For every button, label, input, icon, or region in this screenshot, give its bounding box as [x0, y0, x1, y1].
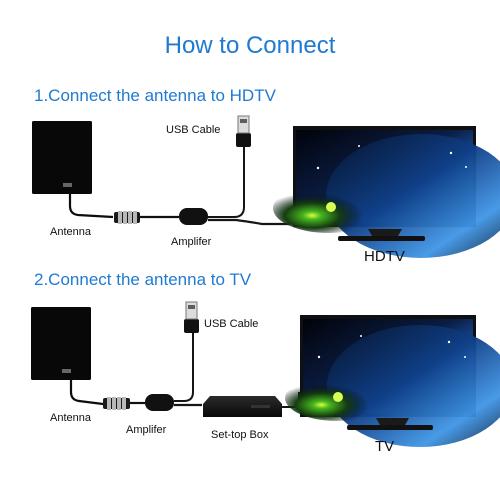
usb-plug-icon — [236, 115, 251, 147]
antenna-label: Antenna — [50, 412, 91, 424]
coax-connector-icon — [114, 211, 140, 224]
antenna-panel-icon — [32, 121, 114, 219]
set-top-box-label: Set-top Box — [211, 429, 269, 441]
set-top-box-icon — [203, 392, 300, 417]
amplifier-label: Amplifer — [171, 236, 212, 248]
step-1-diagram — [32, 115, 500, 258]
usb-cable-label: USB Cable — [166, 124, 221, 136]
step-2-diagram — [31, 301, 500, 447]
coax-connector-icon — [103, 397, 130, 410]
usb-plug-icon — [184, 301, 199, 333]
page-title: How to Connect — [164, 32, 336, 59]
antenna-panel-icon — [31, 307, 104, 406]
usb-cable-label: USB Cable — [204, 318, 259, 330]
step-2-heading: 2.Connect the antenna to TV — [34, 270, 252, 289]
amplifier-label: Amplifer — [126, 424, 167, 436]
amplifier-icon — [145, 394, 174, 411]
tv-icon — [285, 315, 500, 447]
step-1-heading: 1.Connect the antenna to HDTV — [34, 86, 276, 105]
amplifier-icon — [179, 208, 208, 225]
hdtv-icon — [273, 126, 500, 258]
hdtv-label: HDTV — [364, 248, 405, 265]
tv-label: TV — [375, 438, 395, 455]
antenna-label: Antenna — [50, 226, 91, 238]
